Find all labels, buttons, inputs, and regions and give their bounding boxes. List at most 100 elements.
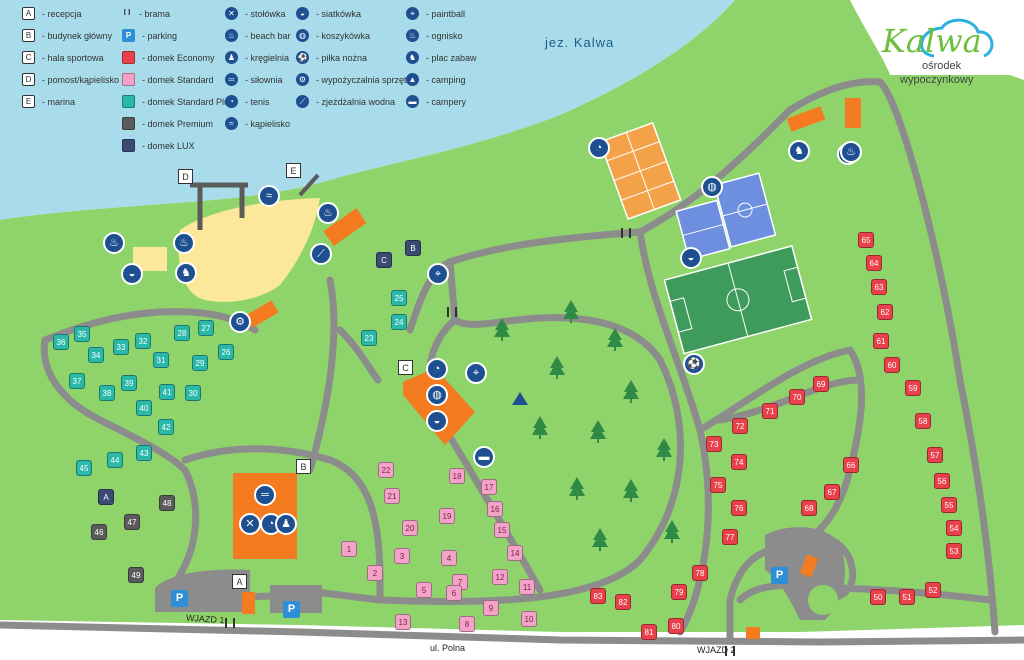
- house-82[interactable]: 82: [615, 594, 631, 610]
- house-1[interactable]: 1: [341, 541, 357, 557]
- house-12[interactable]: 12: [492, 569, 508, 585]
- house-47[interactable]: 47: [124, 514, 140, 530]
- tennis-icon[interactable]: ◔: [426, 358, 448, 380]
- parking-1[interactable]: P: [171, 590, 188, 607]
- house-83[interactable]: 83: [590, 588, 606, 604]
- house-68[interactable]: 68: [801, 500, 817, 516]
- slide-icon[interactable]: ⟋: [310, 243, 332, 265]
- house-39[interactable]: 39: [121, 375, 137, 391]
- marker-pier[interactable]: D: [178, 169, 193, 184]
- house-24[interactable]: 24: [391, 314, 407, 330]
- house-73[interactable]: 73: [706, 436, 722, 452]
- house-63[interactable]: 63: [871, 279, 887, 295]
- tennis-icon[interactable]: ◔: [588, 137, 610, 159]
- house-13[interactable]: 13: [395, 614, 411, 630]
- house-33[interactable]: 33: [113, 339, 129, 355]
- house-54[interactable]: 54: [946, 520, 962, 536]
- house-61[interactable]: 61: [873, 333, 889, 349]
- house-46[interactable]: 46: [91, 524, 107, 540]
- house-51[interactable]: 51: [899, 589, 915, 605]
- house-71[interactable]: 71: [762, 403, 778, 419]
- house-80[interactable]: 80: [668, 618, 684, 634]
- house-62[interactable]: 62: [877, 304, 893, 320]
- house-43[interactable]: 43: [136, 445, 152, 461]
- house-69[interactable]: 69: [813, 376, 829, 392]
- rental-icon[interactable]: ⚙: [229, 311, 251, 333]
- cutlery-icon[interactable]: ✕: [239, 513, 261, 535]
- house-10[interactable]: 10: [521, 611, 537, 627]
- house-27[interactable]: 27: [198, 320, 214, 336]
- house-35[interactable]: 35: [74, 326, 90, 342]
- house-55[interactable]: 55: [941, 497, 957, 513]
- house-22[interactable]: 22: [378, 462, 394, 478]
- house-14[interactable]: 14: [507, 545, 523, 561]
- house-36[interactable]: 36: [53, 334, 69, 350]
- house-58[interactable]: 58: [915, 413, 931, 429]
- house-23[interactable]: 23: [361, 330, 377, 346]
- house-74[interactable]: 74: [731, 454, 747, 470]
- house-3[interactable]: 3: [394, 548, 410, 564]
- house-70[interactable]: 70: [789, 389, 805, 405]
- house-9[interactable]: 9: [483, 600, 499, 616]
- house-19[interactable]: 19: [439, 508, 455, 524]
- campfire-icon[interactable]: ♨: [840, 141, 862, 163]
- house-26[interactable]: 26: [218, 344, 234, 360]
- house-25[interactable]: 25: [391, 290, 407, 306]
- house-20[interactable]: 20: [402, 520, 418, 536]
- house-15[interactable]: 15: [494, 522, 510, 538]
- marker-marina[interactable]: E: [286, 163, 301, 178]
- house-21[interactable]: 21: [384, 488, 400, 504]
- paintball-icon[interactable]: ⌖: [465, 362, 487, 384]
- house-6[interactable]: 6: [446, 585, 462, 601]
- house-18[interactable]: 18: [449, 468, 465, 484]
- house-2[interactable]: 2: [367, 565, 383, 581]
- house-40[interactable]: 40: [136, 400, 152, 416]
- house-75[interactable]: 75: [710, 477, 726, 493]
- house-38[interactable]: 38: [99, 385, 115, 401]
- parking-3[interactable]: P: [771, 567, 788, 584]
- house-66[interactable]: 66: [843, 457, 859, 473]
- house-59[interactable]: 59: [905, 380, 921, 396]
- house-57[interactable]: 57: [927, 447, 943, 463]
- football-icon[interactable]: ⚽: [683, 353, 705, 375]
- house-30[interactable]: 30: [185, 385, 201, 401]
- camper-icon[interactable]: ▬: [473, 446, 495, 468]
- swimming-icon[interactable]: ≈: [258, 185, 280, 207]
- house-41[interactable]: 41: [159, 384, 175, 400]
- house-53[interactable]: 53: [946, 543, 962, 559]
- house-50[interactable]: 50: [870, 589, 886, 605]
- house-28[interactable]: 28: [174, 325, 190, 341]
- house-44[interactable]: 44: [107, 452, 123, 468]
- house-17[interactable]: 17: [481, 479, 497, 495]
- house-37[interactable]: 37: [69, 373, 85, 389]
- campfire-icon[interactable]: ♨: [103, 232, 125, 254]
- house-8[interactable]: 8: [459, 616, 475, 632]
- house-34[interactable]: 34: [88, 347, 104, 363]
- house-76[interactable]: 76: [731, 500, 747, 516]
- house-67[interactable]: 67: [824, 484, 840, 500]
- paintball-icon[interactable]: ⌖: [427, 263, 449, 285]
- volleyball-icon[interactable]: ◒: [426, 410, 448, 432]
- house-45[interactable]: 45: [76, 460, 92, 476]
- house-4[interactable]: 4: [441, 550, 457, 566]
- house-b[interactable]: B: [405, 240, 421, 256]
- bowling-icon[interactable]: ♟: [275, 513, 297, 535]
- house-48[interactable]: 48: [159, 495, 175, 511]
- house-a[interactable]: A: [98, 489, 114, 505]
- house-c[interactable]: C: [376, 252, 392, 268]
- marker-reception[interactable]: A: [232, 574, 247, 589]
- parking-2[interactable]: P: [283, 601, 300, 618]
- house-31[interactable]: 31: [153, 352, 169, 368]
- volleyball-icon[interactable]: ◒: [680, 247, 702, 269]
- house-5[interactable]: 5: [416, 582, 432, 598]
- playground-icon[interactable]: ♞: [175, 262, 197, 284]
- volleyball-icon[interactable]: ◒: [121, 263, 143, 285]
- house-81[interactable]: 81: [641, 624, 657, 640]
- playground-icon[interactable]: ♞: [788, 140, 810, 162]
- house-32[interactable]: 32: [135, 333, 151, 349]
- house-60[interactable]: 60: [884, 357, 900, 373]
- basketball-icon[interactable]: ◍: [701, 176, 723, 198]
- campfire-icon[interactable]: ♨: [173, 232, 195, 254]
- marker-sports-hall[interactable]: C: [398, 360, 413, 375]
- dumbbell-icon[interactable]: ═: [254, 484, 276, 506]
